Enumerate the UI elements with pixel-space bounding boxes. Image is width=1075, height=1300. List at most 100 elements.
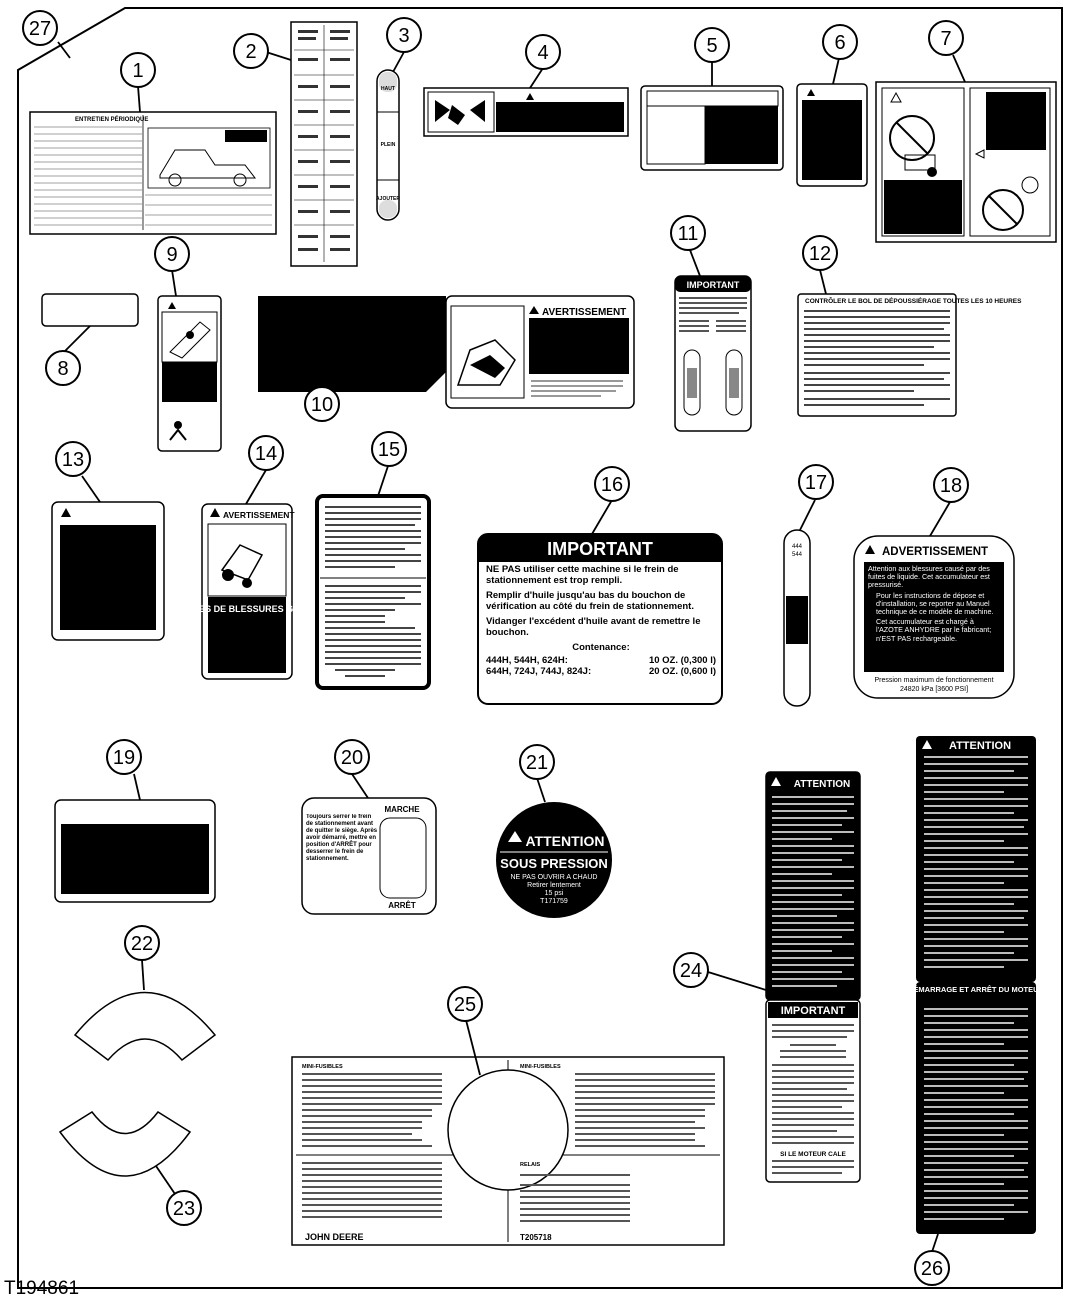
svg-text:15: 15 [378, 439, 400, 461]
decal-24-moteur: SI LE MOTEUR CALE [780, 1151, 846, 1158]
callout-9: 9 [154, 236, 190, 272]
decal-16-header: IMPORTANT [547, 539, 653, 559]
svg-text:14: 14 [255, 443, 277, 465]
decal-7 [875, 81, 1057, 243]
decal-21: ATTENTION SOUS PRESSION NE PAS OUVRIR A … [496, 802, 612, 918]
decal-26: ATTENTION DÉMARRAGE ET ARRÊT DU MOTEUR [908, 736, 1045, 1234]
decal-17-chaud: CHAUD [812, 609, 818, 631]
decal-26-header: ATTENTION [949, 740, 1011, 752]
decal-18-footer2: 24820 kPa [3600 PSI] [900, 686, 968, 693]
svg-text:2: 2 [245, 41, 256, 63]
decal-16-row1-cap: 10 OZ. (0,300 l) [648, 655, 716, 666]
callout-26: 26 [914, 1250, 950, 1286]
figure-id: T194861 [4, 1278, 79, 1299]
decal-8 [41, 293, 139, 327]
callout-11: 11 [670, 215, 706, 251]
decal-21-l2: Retirer lentement [527, 882, 581, 889]
decal-18-text: Attention aux blessures causé par des fu… [868, 565, 990, 590]
svg-text:16: 16 [601, 474, 623, 496]
decal-3: HAUT PLEIN AJOUTER [376, 69, 400, 221]
decal-18-header: ADVERTISSEMENT [882, 546, 988, 558]
decal-21-title: SOUS PRESSION [500, 856, 608, 871]
callout-14: 14 [248, 435, 284, 471]
decal-24-header2: IMPORTANT [781, 1005, 846, 1017]
callout-2: 2 [233, 33, 269, 69]
callouts: 1 2 3 4 5 6 7 8 9 10 11 12 13 14 15 16 1… [22, 10, 969, 1286]
decal-20-marche: MARCHE [384, 805, 420, 814]
decal-24-header: ATTENTION [794, 779, 850, 790]
decal-21-l4: T171759 [540, 898, 568, 905]
decal-16-row2-cap: 20 OZ. (0,600 l) [648, 666, 716, 677]
decal-25-part: T205718 [520, 1233, 552, 1242]
decal-16-p2: Remplir d'huile jusqu'au bas du bouchon … [486, 590, 694, 612]
decal-16: IMPORTANT NE PAS utiliser cette machine … [477, 533, 723, 705]
callout-10: 10 [304, 386, 340, 422]
svg-text:18: 18 [940, 475, 962, 497]
decal-14-header: AVERTISSEMENT [223, 510, 295, 520]
decal-1: ENTRETIEN PÉRIODIQUE [29, 111, 277, 235]
decal-14-title: RISQUES DE BLESSURES GRAVES [171, 604, 324, 614]
decal-10-header: AVERTISSEMENT [542, 307, 626, 318]
svg-text:11: 11 [678, 223, 699, 245]
svg-text:26: 26 [921, 1258, 943, 1280]
svg-text:6: 6 [834, 32, 845, 54]
callout-12: 12 [802, 235, 838, 271]
callout-7: 7 [928, 20, 964, 56]
callout-18: 18 [933, 467, 969, 503]
svg-text:1: 1 [132, 60, 143, 82]
decal-1-title: ENTRETIEN PÉRIODIQUE [75, 115, 148, 123]
decal-25-left-title: MINI-FUSIBLES [302, 1064, 343, 1070]
warning-triangle-icon [526, 93, 534, 100]
svg-text:23: 23 [173, 1198, 195, 1220]
svg-text:9: 9 [166, 244, 177, 266]
decal-6 [796, 83, 868, 187]
svg-text:24: 24 [680, 960, 702, 982]
callout-15: 15 [371, 431, 407, 467]
callout-8: 8 [45, 350, 81, 386]
decal-20-text: Toujours serrer le frein de stationnemen… [306, 814, 378, 862]
callout-21: 21 [519, 744, 555, 780]
callout-1: 1 [120, 52, 156, 88]
decal-18-item1: Pour les instructions de dépose et d'ins… [876, 590, 994, 617]
decal-12-title: CONTRÔLER LE BOL DE DÉPOUSSIÉRAGE TOUTES… [805, 296, 1022, 305]
decal-11-header: IMPORTANT [687, 280, 740, 290]
callout-4: 4 [525, 34, 561, 70]
svg-text:25: 25 [454, 994, 476, 1016]
decal-24: ATTENTION IMPORTANT [765, 771, 861, 1183]
svg-text:19: 19 [113, 747, 135, 769]
decal-15 [315, 494, 431, 690]
leader-lines [57, 41, 966, 1253]
decal-4 [423, 87, 629, 137]
decal-25-relais: RELAIS [520, 1162, 541, 1168]
callout-6: 6 [822, 24, 858, 60]
decal-21-l3: 15 psi [545, 890, 564, 897]
decal-22 [73, 991, 217, 1062]
callout-13: 13 [55, 441, 91, 477]
decal-18: ADVERTISSEMENT Attention aux blessures c… [853, 535, 1015, 699]
decal-16-p3: Vidanger l'excédent d'huile avant de rem… [486, 616, 701, 638]
callout-24: 24 [673, 952, 709, 988]
decal-18-item2: Cet accumulateur est chargé à l'AZOTE AN… [876, 617, 992, 643]
callout-25: 25 [447, 986, 483, 1022]
decal-2 [290, 21, 358, 267]
decal-17-top-2: 544 [792, 552, 803, 558]
callout-23: 23 [166, 1190, 202, 1226]
decal-10: AVERTISSEMENT [258, 295, 635, 409]
decal-25: MINI-FUSIBLES MINI-FUSIBLES RELAIS [291, 1056, 725, 1246]
decal-3-mid: PLEIN [381, 142, 396, 148]
callout-19: 19 [106, 739, 142, 775]
callout-27: 27 [22, 10, 58, 46]
decal-16-cap-label: Contenance: [572, 642, 630, 653]
decal-20: MARCHE ARRÊT Toujours serrer le frein de… [301, 797, 437, 915]
decal-3-bottom: AJOUTER [376, 196, 400, 202]
decal-16-p1: NE PAS utiliser cette machine si le frei… [486, 564, 679, 586]
svg-text:8: 8 [57, 358, 68, 380]
svg-text:10: 10 [311, 394, 333, 416]
decal-25-brand: JOHN DEERE [305, 1232, 364, 1242]
svg-text:22: 22 [131, 933, 153, 955]
decal-21-l1: NE PAS OUVRIR A CHAUD [510, 874, 597, 881]
decal-26-demarrage: DÉMARRAGE ET ARRÊT DU MOTEUR [908, 985, 1045, 994]
svg-text:21: 21 [526, 752, 548, 774]
decal-17-top-1: 444 [792, 544, 803, 550]
